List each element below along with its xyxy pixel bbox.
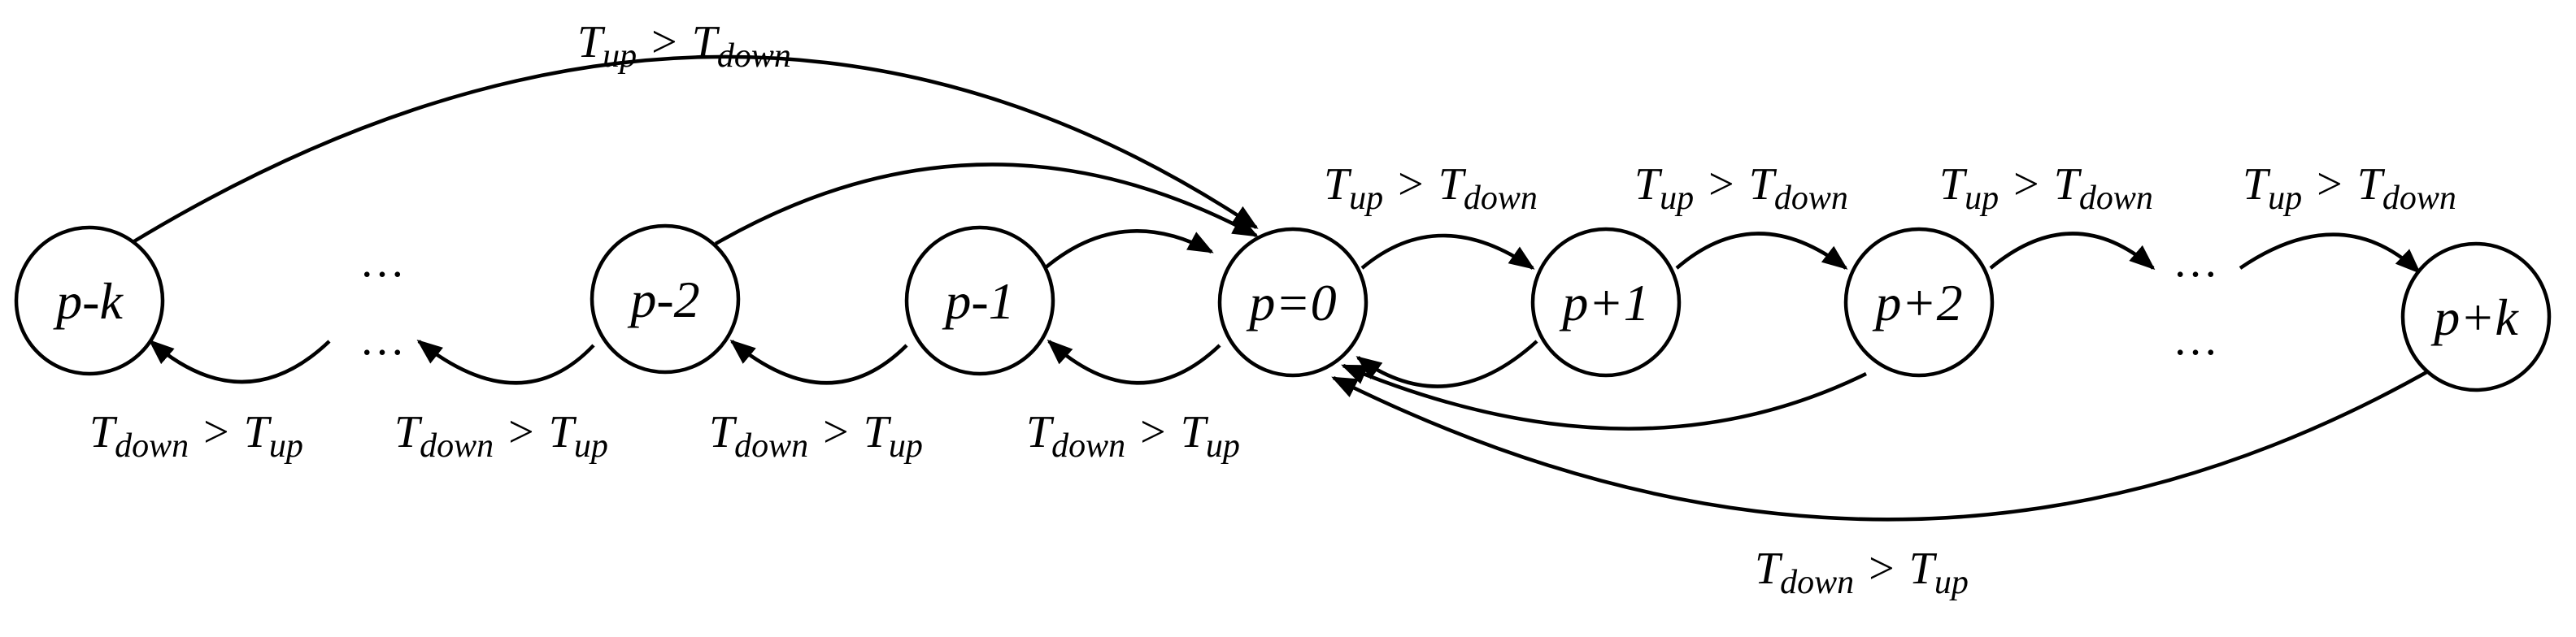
edge-label-bottom-3: Tdown>Tup	[709, 407, 923, 465]
node-label: p-k	[53, 272, 124, 330]
ellipsis-right-lower: …	[2173, 314, 2218, 365]
node-p-minus-k: p-k	[14, 225, 165, 376]
edge-labels: Tup>Tdown Tup>Tdown Tup>Tdown Tup>Tdown …	[89, 17, 2456, 601]
node-label: p+2	[1872, 274, 1962, 332]
edge-pm2-to-p0	[714, 162, 1259, 245]
node-p-equals-0: p=0	[1217, 227, 1368, 378]
edge-pm2-to-ellipsis	[416, 340, 595, 385]
edge-pm1-to-p0	[1043, 229, 1214, 270]
edge-pmk-to-p0	[128, 54, 1259, 245]
edge-label-bottom-4: Tdown>Tup	[1026, 407, 1240, 465]
node-p-plus-1: p+1	[1530, 227, 1682, 378]
edge-pp1-to-p0	[1355, 340, 1538, 388]
edge-ellipsis-to-ppk	[2239, 232, 2422, 275]
edge-pp2-to-p0	[1341, 363, 1867, 431]
ellipses: … … … …	[359, 236, 2218, 365]
edge-label-top-2: Tup>Tdown	[1634, 159, 1848, 217]
edge-pm1-to-pm2	[729, 339, 908, 385]
edge-ppk-to-p0	[1331, 366, 2437, 522]
node-p-plus-2: p+2	[1843, 227, 1995, 378]
edge-label-bottom-2: Tdown>Tup	[394, 407, 608, 465]
node-label: p=0	[1246, 274, 1336, 332]
ellipsis-left-lower: …	[359, 314, 405, 365]
ellipsis-right-upper: …	[2173, 236, 2218, 287]
edge-label-bottom-1: Tdown>Tup	[89, 407, 303, 465]
ellipsis-left-upper: …	[359, 236, 405, 287]
edge-label-top-long: Tup>Tdown	[577, 17, 791, 75]
edges	[128, 54, 2437, 522]
edge-p0-to-pp1	[1360, 233, 1535, 270]
edge-ellipsis-to-pmk	[148, 339, 331, 384]
node-label: p+1	[1559, 274, 1649, 332]
edge-pp1-to-pp2	[1675, 232, 1848, 270]
node-p-minus-2: p-2	[590, 223, 741, 375]
edge-label-top-1: Tup>Tdown	[1324, 159, 1538, 217]
node-label: p+k	[2430, 288, 2519, 346]
nodes: p-k p-2 p-1 p=0 p+1 p+2 p+k	[14, 223, 2552, 392]
node-label: p-1	[942, 272, 1014, 330]
node-p-minus-1: p-1	[904, 225, 1055, 376]
edge-label-bottom-long: Tdown>Tup	[1755, 544, 1969, 601]
node-p-plus-k: p+k	[2400, 241, 2552, 392]
edge-label-top-3: Tup>Tdown	[1939, 159, 2153, 217]
edge-label-top-4: Tup>Tdown	[2243, 159, 2456, 217]
node-label: p-2	[627, 271, 699, 328]
edge-p0-to-pm1	[1046, 339, 1221, 385]
edge-pp2-to-ellipsis	[1989, 232, 2156, 271]
